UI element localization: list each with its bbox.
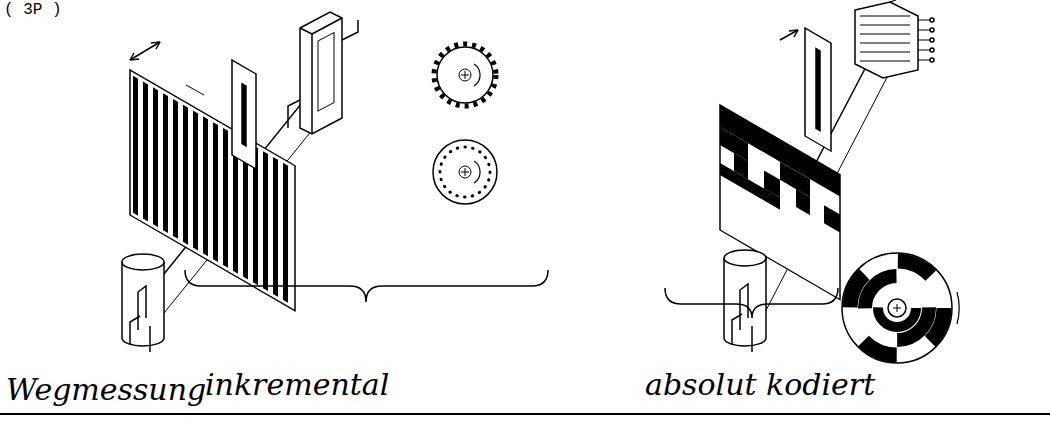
dotted-disk <box>433 140 497 204</box>
lamp <box>724 250 766 352</box>
photodetector <box>288 12 358 134</box>
slit-plate <box>805 28 831 151</box>
slit-plate <box>232 60 256 169</box>
motion-arrow <box>789 30 798 37</box>
group-brace <box>185 270 548 302</box>
pitch-mark <box>186 85 204 95</box>
motion-arrow <box>780 30 798 40</box>
group-brace <box>665 288 838 318</box>
lamp <box>122 254 164 352</box>
category-label: absolut kodiert <box>645 368 875 401</box>
task-points: ( 3P ) <box>4 2 62 20</box>
toothed-disk <box>434 44 496 106</box>
underline <box>0 413 1050 415</box>
motion-arrow <box>130 42 160 60</box>
detector-array <box>855 0 934 78</box>
heading-label: Wegmessung <box>6 373 206 406</box>
category-label: inkremental <box>205 368 389 401</box>
code-disk <box>842 253 959 363</box>
motion-arrow <box>130 42 160 60</box>
